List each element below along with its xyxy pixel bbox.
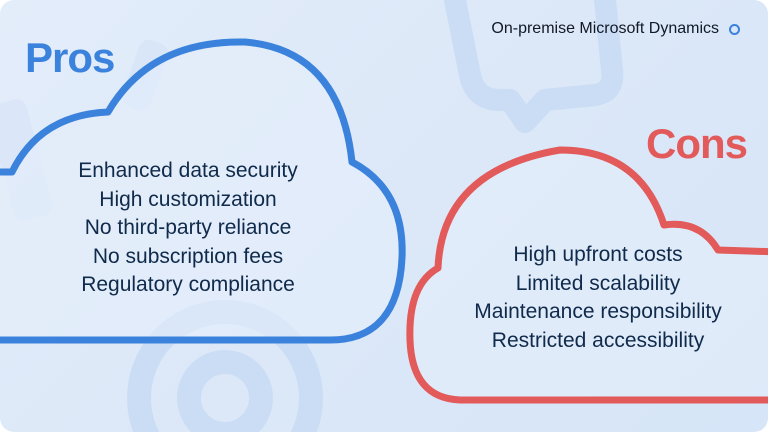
header-title: On-premise Microsoft Dynamics: [491, 20, 719, 37]
cons-cloud-outline: [406, 146, 768, 404]
circle-outline-icon: [729, 23, 740, 35]
pros-list: Enhanced data security High customizatio…: [30, 157, 346, 300]
pros-item: High customization: [99, 187, 277, 211]
pros-item: No subscription fees: [92, 244, 284, 268]
cons-list: High upfront costs Limited scalability M…: [450, 241, 746, 355]
cons-item: Maintenance responsibility: [474, 300, 722, 323]
cons-item: Restricted accessibility: [491, 328, 705, 352]
cons-heading: Cons: [646, 120, 748, 167]
pros-heading: Pros: [25, 34, 115, 81]
pros-item: Regulatory compliance: [81, 273, 295, 296]
cons-item: High upfront costs: [513, 243, 683, 266]
cons-item: Limited scalability: [515, 271, 681, 295]
speech-bubble-icon: [444, 0, 624, 133]
pros-cloud-outline: [0, 38, 406, 344]
pros-item: No third-party reliance: [84, 216, 292, 239]
header: On-premise Microsoft Dynamics: [491, 20, 740, 38]
pros-item: Enhanced data security: [78, 159, 298, 182]
